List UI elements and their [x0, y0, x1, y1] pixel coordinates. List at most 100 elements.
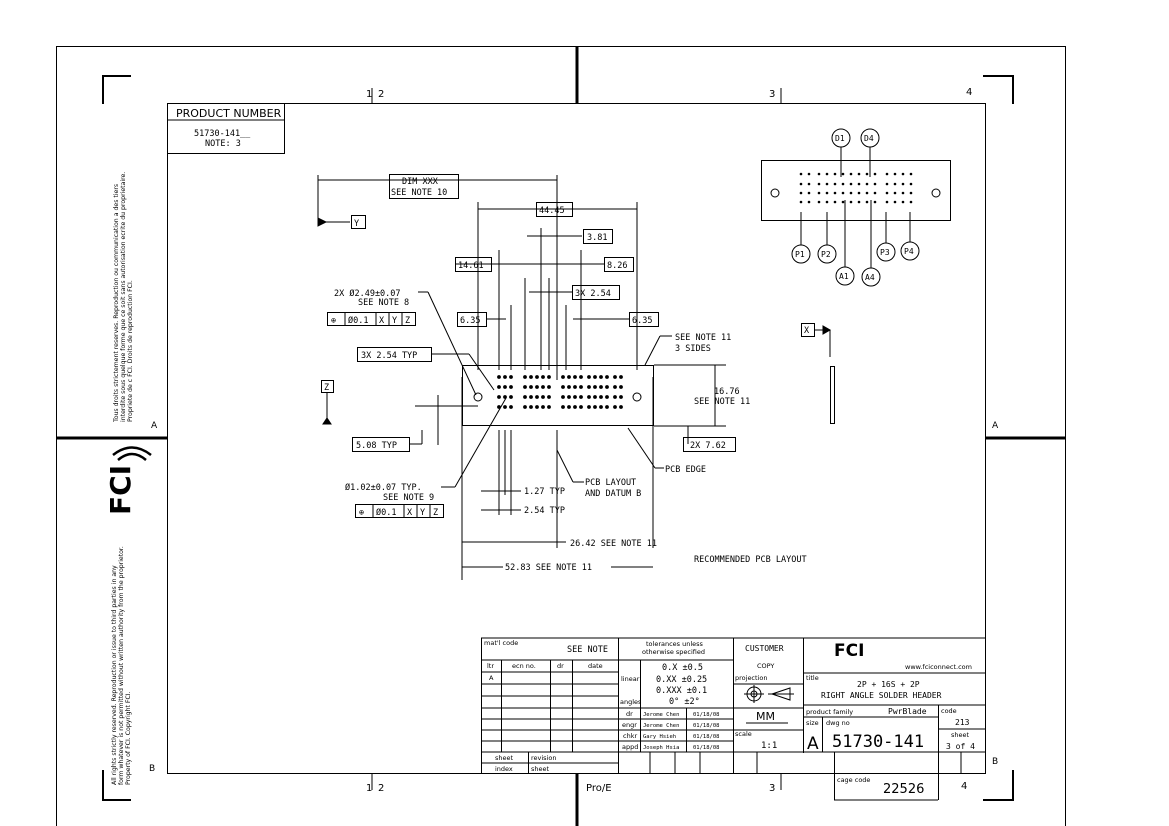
three-sides: 3 SIDES	[675, 344, 711, 354]
fcf1-datum-z: Z	[405, 316, 410, 326]
pin-label-p1: P1	[795, 250, 805, 259]
title-block-logo: FCI	[834, 641, 864, 661]
pcb-hole	[567, 395, 571, 399]
dim-8-26: 8.26	[607, 261, 627, 271]
connector-pin	[901, 182, 905, 186]
pcb-hole	[587, 405, 591, 409]
connector-pin	[885, 172, 889, 176]
connector-pin	[873, 200, 877, 204]
dim-1-27-typ: 1.27 TYP	[524, 487, 565, 497]
pcb-hole-pattern	[473, 375, 642, 409]
pcb-hole	[579, 385, 583, 389]
datum-b-label: AND DATUM B	[585, 489, 641, 499]
connector-pin	[807, 172, 811, 176]
connector-pin	[857, 200, 861, 204]
cage-code-value: 22526	[883, 782, 924, 797]
position-icon-2: ⊕	[359, 508, 364, 518]
size-value: A	[807, 734, 819, 754]
connector-pin	[817, 191, 821, 195]
hole-1-02-note: Ø1.02±0.07 TYP.	[345, 482, 422, 493]
connector-pin	[909, 191, 913, 195]
pcb-hole	[593, 405, 597, 409]
connector-pin	[807, 182, 811, 186]
dim-5-08-typ: 5.08 TYP	[356, 441, 397, 451]
tol-angles: 0° ±2°	[669, 697, 700, 707]
pcb-hole	[523, 385, 527, 389]
pcb-hole	[613, 395, 617, 399]
svg-text:All rights strictly reserved.: All rights strictly reserved. Reproducti…	[111, 565, 118, 785]
see-note-11: SEE NOTE 11	[675, 333, 731, 343]
cage-code-label: cage code	[837, 776, 870, 784]
role-engr: engr	[622, 721, 637, 729]
pcb-hole	[561, 405, 565, 409]
connector-pin	[817, 172, 821, 176]
pcb-hole	[593, 385, 597, 389]
pcb-hole	[503, 405, 507, 409]
product-family-value: PwrBlade	[888, 707, 927, 716]
connector-pin	[799, 200, 803, 204]
pcb-hole	[561, 385, 565, 389]
connector-pin	[841, 182, 845, 186]
see-note-8: SEE NOTE 8	[358, 298, 409, 308]
pcb-hole	[605, 395, 609, 399]
connector-pin	[873, 172, 877, 176]
pcb-hole	[599, 395, 603, 399]
pin-label-p2: P2	[821, 250, 831, 259]
dim-3x-2-54: 3X 2.54	[575, 289, 611, 299]
connector-pin	[849, 191, 853, 195]
pcb-hole	[593, 395, 597, 399]
dim-52-83: 52.83 SEE NOTE 11	[505, 563, 592, 573]
svg-text:form whatever is not permitted: form whatever is not permitted without w…	[118, 546, 125, 785]
svg-text:Property of FCI. Copyright F: Property of FCI. Copyright FCI.	[125, 691, 132, 785]
pcb-hole	[523, 375, 527, 379]
connector-pin	[817, 182, 821, 186]
pcb-hole	[599, 405, 603, 409]
website: www.fciconnect.com	[905, 663, 972, 671]
connector-pin	[825, 200, 829, 204]
datum-y: Y	[354, 219, 359, 229]
dim-2x-7-62: 2X 7.62	[690, 441, 726, 451]
connector-pin	[901, 191, 905, 195]
connector-pin	[893, 191, 897, 195]
matl-code-label: mat'l code	[484, 639, 518, 647]
name-appd: Joseph Hsia	[643, 745, 679, 751]
title-line-2: RIGHT ANGLE SOLDER HEADER	[821, 691, 942, 700]
zone-top-1: 1	[366, 89, 372, 100]
pin-label-a4: A4	[865, 273, 875, 282]
see-note-11-b: SEE NOTE 11	[694, 397, 750, 407]
pcb-hole	[573, 385, 577, 389]
pcb-hole	[503, 385, 507, 389]
pcb-hole	[587, 385, 591, 389]
connector-pin	[833, 200, 837, 204]
svg-text:interdite sous quelque forme q: interdite sous quelque forme que ce soit…	[120, 172, 127, 422]
svg-text:Propriete de c FCI. Droits d: Propriete de c FCI. Droits de reproducti…	[127, 280, 134, 422]
pro-e-label: Pro/E	[586, 783, 612, 794]
dim-xxx: DIM XXX	[402, 177, 439, 187]
tol-xxx: 0.XXX ±0.1	[656, 686, 707, 696]
zone-right-b: B	[992, 757, 998, 767]
svg-text:FCI: FCI	[104, 465, 137, 515]
dim-6-35-left: 6.35	[460, 316, 480, 326]
scale-value: 1:1	[761, 741, 777, 751]
zone-bot-1: 1	[366, 783, 372, 794]
connector-pin	[885, 182, 889, 186]
tol-x: 0.X ±0.5	[662, 663, 703, 673]
col-ecn: ecn no.	[512, 662, 536, 670]
pcb-hole	[579, 395, 583, 399]
dwg-no-value: 51730-141	[832, 732, 924, 752]
rev-a: A	[489, 674, 494, 682]
connector-pin	[799, 182, 803, 186]
product-number-value: 51730-141__	[194, 129, 251, 139]
pcb-hole	[587, 395, 591, 399]
dim-44-45: 44.45	[539, 206, 565, 216]
pcb-hole	[497, 405, 501, 409]
fci-logo-waves	[112, 446, 152, 461]
dim-6-35-right: 6.35	[632, 316, 652, 326]
pcb-hole	[547, 405, 551, 409]
connector-pin	[825, 182, 829, 186]
pcb-hole	[529, 385, 533, 389]
pcb-hole	[613, 405, 617, 409]
pcb-hole	[509, 405, 513, 409]
pcb-hole	[503, 395, 507, 399]
copy-label: COPY	[757, 662, 774, 670]
